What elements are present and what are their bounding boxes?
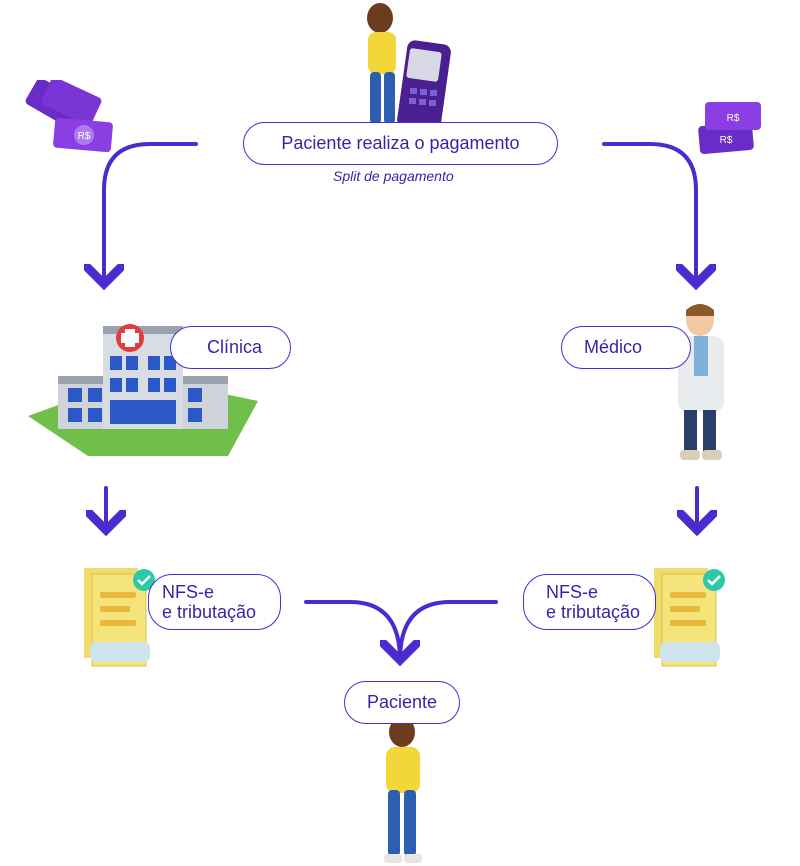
nfse-left-node: NFS-e e tributação bbox=[148, 574, 281, 630]
doctor-node: Médico bbox=[561, 326, 691, 369]
patient-label: Paciente bbox=[366, 692, 438, 712]
person-paying-icon bbox=[367, 3, 451, 132]
check-icon bbox=[703, 569, 725, 591]
svg-text:R$: R$ bbox=[727, 113, 740, 124]
arrow-nfse-right-to-patient bbox=[400, 600, 498, 660]
patient-node: Paciente bbox=[344, 681, 460, 724]
check-icon bbox=[133, 569, 155, 591]
nfse-right-node: NFS-e e tributação bbox=[523, 574, 656, 630]
nfse-left-line1: NFS-e bbox=[162, 582, 215, 602]
doctor-icon bbox=[678, 304, 724, 460]
nfse-left-line2: e tributação bbox=[162, 602, 257, 622]
arrow-payment-to-doctor bbox=[602, 142, 696, 284]
clinic-building-icon bbox=[28, 324, 258, 456]
clinic-label: Clínica bbox=[207, 337, 263, 357]
svg-text:R$: R$ bbox=[720, 135, 733, 146]
doctor-label: Médico bbox=[584, 337, 643, 357]
arrow-payment-to-clinic bbox=[104, 142, 198, 284]
payment-node: Paciente realiza o pagamento bbox=[243, 122, 558, 165]
money-bills-icon: R$ bbox=[25, 80, 113, 153]
nfse-right-line1: NFS-e bbox=[546, 582, 599, 602]
split-caption: Split de pagamento bbox=[333, 168, 454, 184]
receipt-icon bbox=[84, 568, 155, 667]
clinic-node: Clínica bbox=[170, 326, 291, 369]
payment-label: Paciente realiza o pagamento bbox=[281, 133, 520, 153]
receipt-icon bbox=[654, 568, 725, 667]
nfse-right-line2: e tributação bbox=[546, 602, 641, 622]
arrow-nfse-left-to-patient bbox=[304, 600, 402, 662]
patient-icon bbox=[384, 717, 422, 863]
svg-text:R$: R$ bbox=[78, 131, 91, 142]
money-bills-icon: R$ R$ bbox=[698, 102, 761, 154]
